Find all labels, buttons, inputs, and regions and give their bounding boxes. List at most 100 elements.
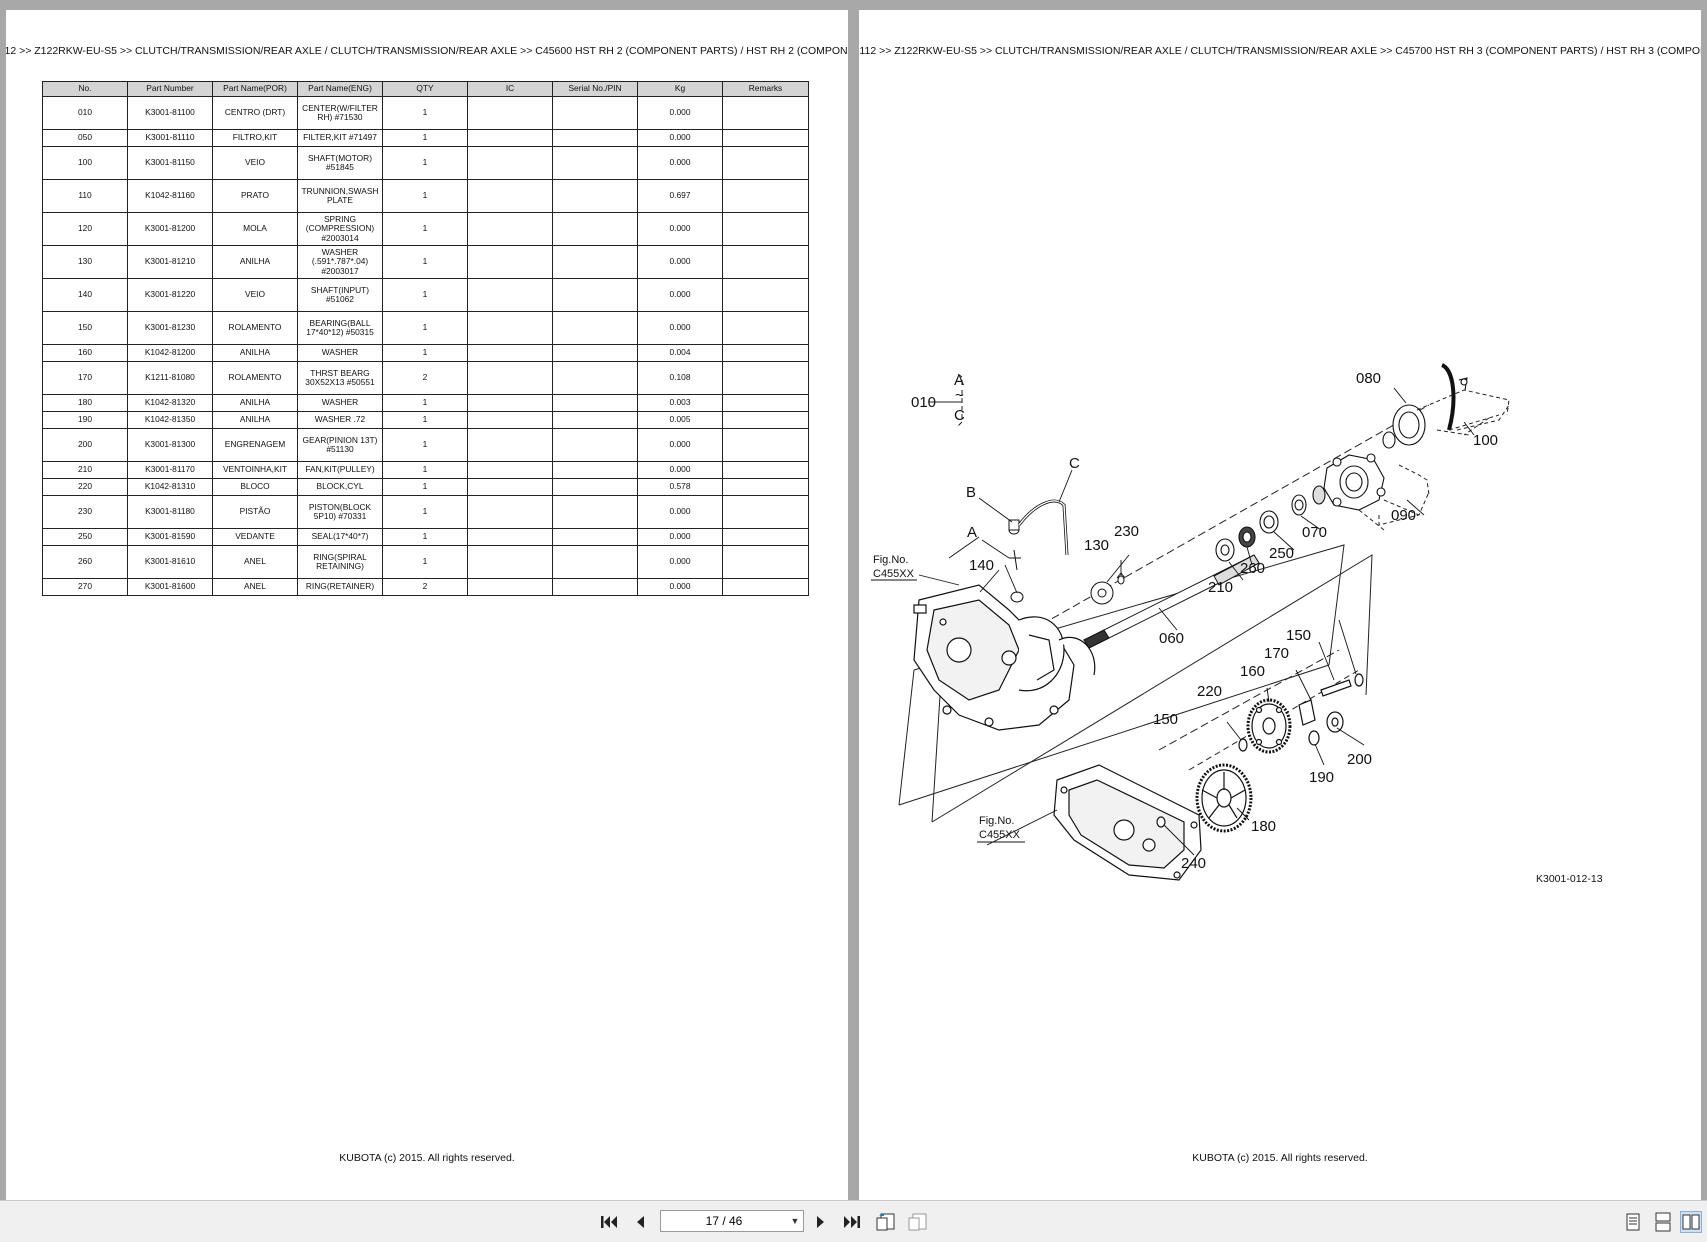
column-header: IC bbox=[467, 81, 553, 97]
cell-part-number: K3001-81150 bbox=[127, 146, 213, 180]
cell-no: 190 bbox=[42, 411, 128, 429]
cell-part-name-por: VEDANTE bbox=[212, 528, 298, 546]
cell-remarks bbox=[722, 212, 809, 246]
cell-no: 050 bbox=[42, 129, 128, 147]
cell-part-number: K1211-81080 bbox=[127, 361, 213, 395]
cell-no: 250 bbox=[42, 528, 128, 546]
cell-part-number: K3001-81170 bbox=[127, 461, 213, 479]
callout-210: 210 bbox=[1208, 579, 1233, 596]
cell-part-number: K1042-81350 bbox=[127, 411, 213, 429]
cell-ic bbox=[467, 344, 553, 362]
page-number-input[interactable]: 17 / 46 ▼ bbox=[660, 1210, 804, 1232]
cell-part-name-por: FILTRO,KIT bbox=[212, 129, 298, 147]
cell-ic bbox=[467, 428, 553, 462]
cell-serial bbox=[552, 461, 638, 479]
two-page-icon[interactable] bbox=[1680, 1211, 1702, 1233]
cell-part-number: K3001-81210 bbox=[127, 245, 213, 279]
cell-no: 130 bbox=[42, 245, 128, 279]
cell-part-number: K3001-81230 bbox=[127, 311, 213, 345]
cell-kg: 0.005 bbox=[637, 411, 723, 429]
breadcrumb: Z112 >> Z122RKW-EU-S5 >> CLUTCH/TRANSMIS… bbox=[859, 45, 1701, 57]
cell-part-number: K3001-81590 bbox=[127, 528, 213, 546]
cell-qty: 1 bbox=[382, 344, 468, 362]
cell-serial bbox=[552, 394, 638, 412]
cell-no: 170 bbox=[42, 361, 128, 395]
cell-ic bbox=[467, 96, 553, 130]
go-forward-view-icon[interactable] bbox=[907, 1211, 929, 1233]
single-page-icon[interactable] bbox=[1622, 1211, 1644, 1233]
chevron-down-icon[interactable]: ▼ bbox=[790, 1216, 800, 1226]
cell-qty: 1 bbox=[382, 394, 468, 412]
cell-serial bbox=[552, 478, 638, 496]
cell-remarks bbox=[722, 495, 809, 529]
page-footer: KUBOTA (c) 2015. All rights reserved. bbox=[1192, 1152, 1368, 1164]
cell-ic bbox=[467, 495, 553, 529]
cell-no: 120 bbox=[42, 212, 128, 246]
range-letter-c: C bbox=[954, 407, 965, 424]
cell-ic bbox=[467, 578, 553, 596]
cell-qty: 1 bbox=[382, 129, 468, 147]
letter-b: B bbox=[966, 484, 976, 501]
cell-remarks bbox=[722, 96, 809, 130]
fig-label-top: Fig.No. bbox=[873, 554, 908, 566]
cell-no: 150 bbox=[42, 311, 128, 345]
column-header: Part Name(ENG) bbox=[297, 81, 383, 97]
cell-kg: 0.000 bbox=[637, 428, 723, 462]
cell-part-name-por: ANEL bbox=[212, 578, 298, 596]
go-back-view-icon[interactable] bbox=[875, 1211, 897, 1233]
cell-part-name-por: ANILHA bbox=[212, 344, 298, 362]
cell-no: 010 bbox=[42, 96, 128, 130]
cell-remarks bbox=[722, 245, 809, 279]
cell-part-name-por: ANEL bbox=[212, 545, 298, 579]
cell-part-number: K3001-81200 bbox=[127, 212, 213, 246]
cell-serial bbox=[552, 578, 638, 596]
cell-ic bbox=[467, 545, 553, 579]
cell-ic bbox=[467, 528, 553, 546]
cell-kg: 0.000 bbox=[637, 545, 723, 579]
cell-serial bbox=[552, 212, 638, 246]
cell-remarks bbox=[722, 478, 809, 496]
cell-ic bbox=[467, 361, 553, 395]
cell-no: 200 bbox=[42, 428, 128, 462]
cell-part-name-eng: RING(SPIRAL RETAINING) bbox=[297, 545, 383, 579]
cell-part-name-eng: TRUNNION,SWASH PLATE bbox=[297, 179, 383, 213]
cell-part-name-por: ANILHA bbox=[212, 245, 298, 279]
cell-part-number: K3001-81180 bbox=[127, 495, 213, 529]
callout-190: 190 bbox=[1309, 769, 1334, 786]
cell-qty: 1 bbox=[382, 96, 468, 130]
last-page-icon[interactable] bbox=[841, 1211, 863, 1233]
callout-080: 080 bbox=[1356, 370, 1381, 387]
cell-kg: 0.000 bbox=[637, 311, 723, 345]
callout-220: 220 bbox=[1197, 683, 1222, 700]
cell-remarks bbox=[722, 394, 809, 412]
cell-qty: 1 bbox=[382, 411, 468, 429]
callout-230: 230 bbox=[1114, 523, 1139, 540]
cell-remarks bbox=[722, 311, 809, 345]
next-page-icon[interactable] bbox=[810, 1211, 832, 1233]
cell-serial bbox=[552, 344, 638, 362]
prev-page-icon[interactable] bbox=[629, 1211, 651, 1233]
callout-250: 250 bbox=[1269, 545, 1294, 562]
cell-kg: 0.000 bbox=[637, 245, 723, 279]
cell-serial bbox=[552, 545, 638, 579]
callout-090: 090 bbox=[1391, 507, 1416, 524]
cell-part-name-por: PISTÃO bbox=[212, 495, 298, 529]
cell-part-name-eng: BEARING(BALL 17*40*12) #50315 bbox=[297, 311, 383, 345]
cell-serial bbox=[552, 245, 638, 279]
cell-ic bbox=[467, 478, 553, 496]
callout-170: 170 bbox=[1264, 645, 1289, 662]
left-page: Z112 >> Z122RKW-EU-S5 >> CLUTCH/TRANSMIS… bbox=[6, 10, 848, 1200]
continuous-page-icon[interactable] bbox=[1652, 1211, 1674, 1233]
cell-qty: 1 bbox=[382, 179, 468, 213]
cell-qty: 1 bbox=[382, 495, 468, 529]
cell-part-name-por: ANILHA bbox=[212, 394, 298, 412]
cell-qty: 1 bbox=[382, 146, 468, 180]
first-page-icon[interactable] bbox=[598, 1211, 620, 1233]
cell-kg: 0.000 bbox=[637, 495, 723, 529]
